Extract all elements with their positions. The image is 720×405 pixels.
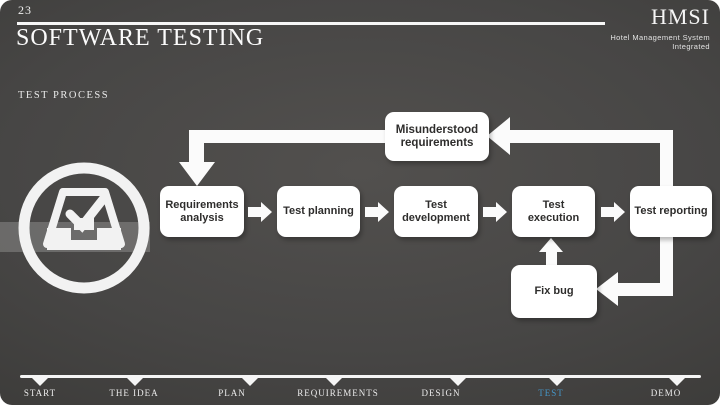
arrowhead-down-into-requirements (179, 162, 215, 186)
arrowhead-left-into-misunderstood (487, 117, 510, 155)
footer-item-demo[interactable]: DEMO (650, 388, 682, 398)
arrow-right-4 (601, 202, 625, 222)
page-title: SOFTWARE TESTING (16, 25, 265, 51)
footer-item-start[interactable]: START (23, 388, 57, 398)
footer-marker-plan (242, 378, 258, 386)
arrow-right-3 (483, 202, 507, 222)
slide-number: 23 (18, 3, 32, 17)
loop-right-horizontal-line (508, 130, 673, 143)
fixloop-vertical-line (660, 237, 673, 296)
loop-left-horizontal-line (196, 130, 386, 143)
footer-marker-design (450, 378, 466, 386)
footer-item-the-idea[interactable]: THE IDEA (109, 388, 159, 398)
inbox-check-icon (16, 158, 152, 298)
brand-tagline-line2: Integrated (672, 42, 710, 51)
arrowhead-left-into-fixbug (596, 272, 618, 306)
flow-box-test-execution[interactable]: Test execution (512, 186, 595, 237)
brand-tagline-line1: Hotel Management System (610, 33, 710, 42)
arrow-right-2 (365, 202, 389, 222)
footer-item-requirements[interactable]: REQUIREMENTS (297, 388, 379, 398)
loop-left-vertical-line (189, 130, 204, 163)
flow-box-test-reporting[interactable]: Test reporting (630, 186, 712, 237)
flow-box-test-development[interactable]: Test development (394, 186, 478, 237)
brand-tagline: Hotel Management System Integrated (610, 33, 710, 51)
flow-box-misunderstood-requirements[interactable]: Misunderstood requirements (385, 112, 489, 161)
brand-logo-text: HMSI (650, 4, 710, 29)
footer-timeline-line (20, 375, 701, 378)
section-heading: TEST PROCESS (18, 90, 110, 101)
footer-item-plan[interactable]: PLAN (218, 388, 246, 398)
footer-marker-start (32, 378, 48, 386)
fixbug-up-stem (546, 251, 557, 267)
footer-marker-the-idea (127, 378, 143, 386)
footer-item-test[interactable]: TEST (538, 388, 564, 398)
footer-marker-demo (669, 378, 685, 386)
title-rule (17, 22, 605, 25)
brand-block: HMSI Hotel Management System Integrated (610, 4, 710, 51)
flow-box-fix-bug[interactable]: Fix bug (511, 265, 597, 318)
footer-marker-test (549, 378, 565, 386)
footer-marker-requirements (326, 378, 342, 386)
arrowhead-up-into-execution (539, 238, 563, 252)
flow-box-test-planning[interactable]: Test planning (277, 186, 360, 237)
flow-box-requirements-analysis[interactable]: Requirements analysis (160, 186, 244, 237)
arrow-right-1 (248, 202, 272, 222)
fixloop-horizontal-line (616, 283, 673, 296)
loop-right-vertical-line (660, 130, 673, 186)
footer-item-design[interactable]: DESIGN (421, 388, 461, 398)
